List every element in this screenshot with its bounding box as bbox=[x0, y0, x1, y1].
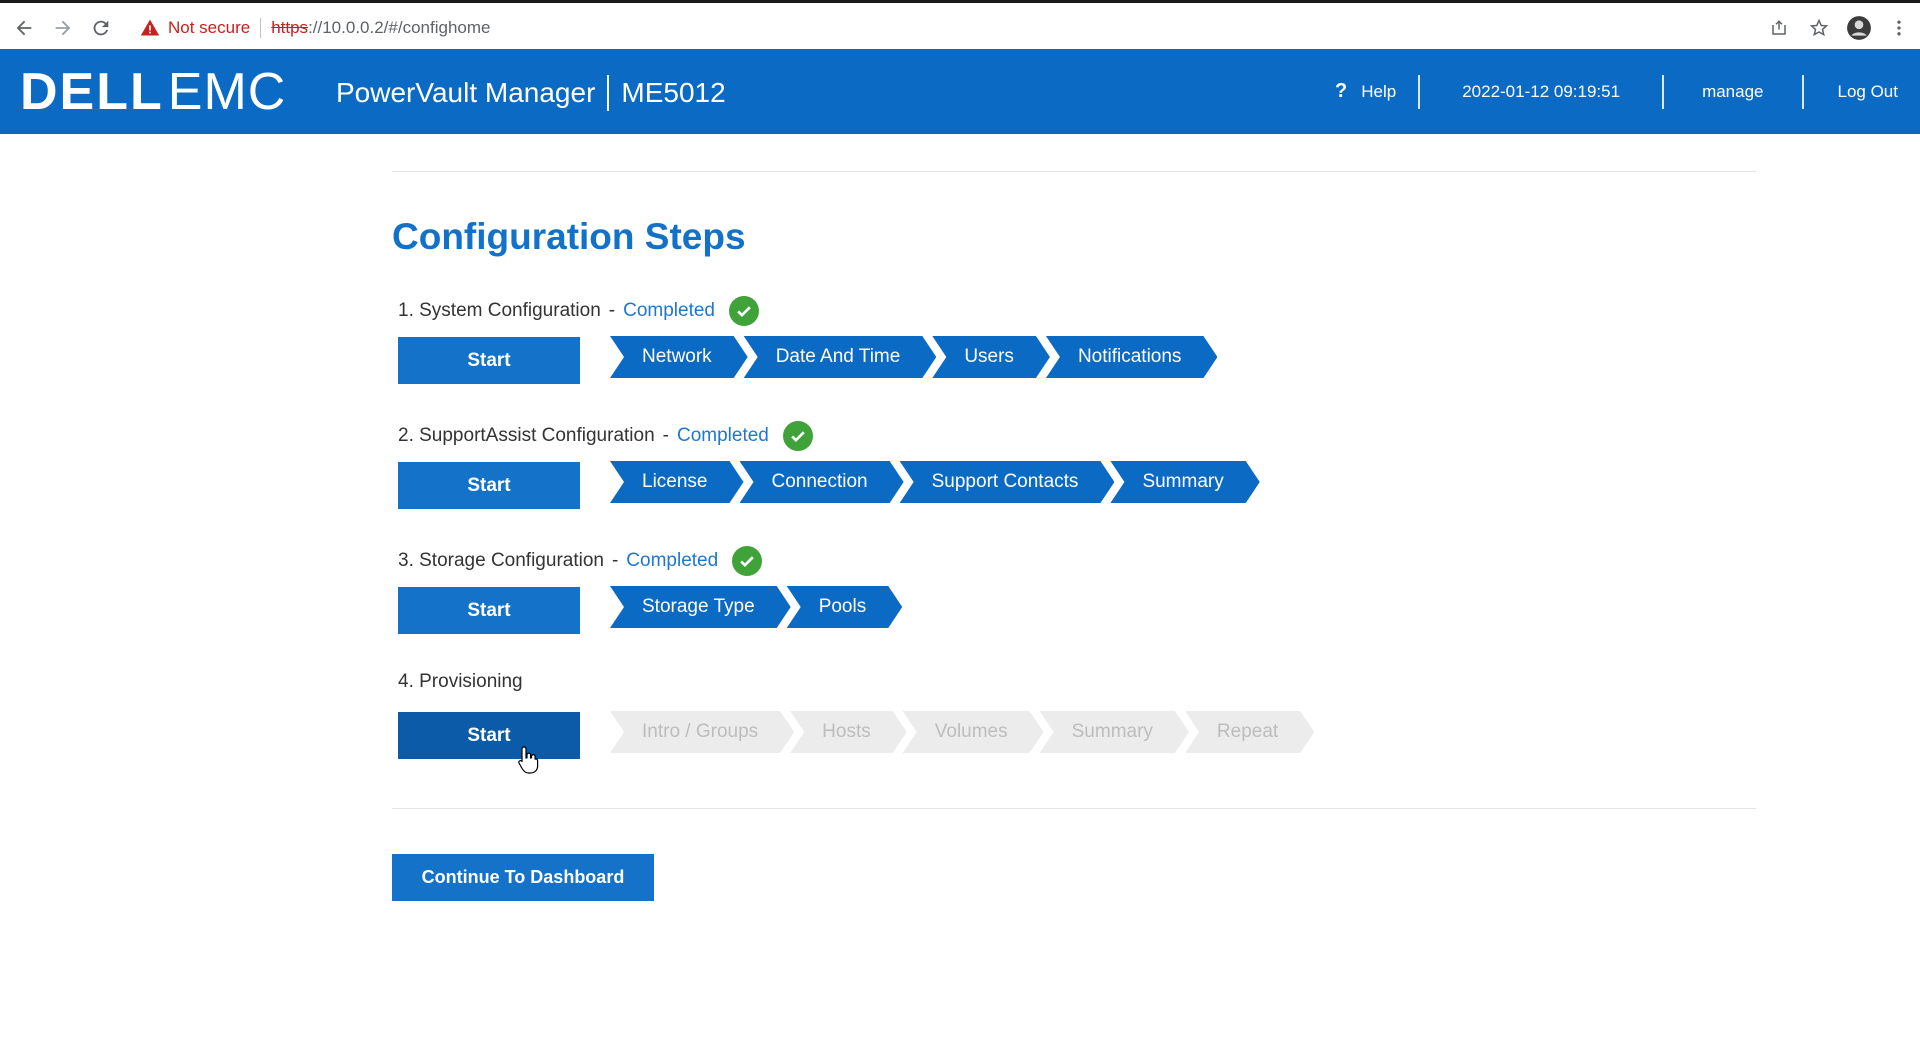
substep-chevrons: License Connection Support Contacts Summ… bbox=[610, 461, 1260, 503]
step-separator: - bbox=[608, 300, 616, 321]
substep-volumes: Volumes bbox=[903, 711, 1044, 753]
app-header: DELL EMC PowerVault Manager ME5012 ? Hel… bbox=[0, 49, 1920, 134]
substep-notifications[interactable]: Notifications bbox=[1046, 336, 1218, 378]
help-link[interactable]: ? Help bbox=[1313, 75, 1418, 109]
substep-chevrons: Storage Type Pools bbox=[610, 586, 902, 628]
header-divider bbox=[1418, 74, 1421, 109]
step-header: 1. System Configuration - Completed bbox=[398, 296, 759, 326]
not-secure-label[interactable]: Not secure bbox=[168, 18, 251, 37]
profile-icon[interactable] bbox=[1846, 15, 1872, 41]
step-header: 2. SupportAssist Configuration - Complet… bbox=[398, 421, 813, 451]
logout-link[interactable]: Log Out bbox=[1804, 75, 1920, 109]
logo-emc-text: EMC bbox=[167, 63, 287, 121]
start-button[interactable]: Start bbox=[398, 587, 580, 634]
more-vert-icon[interactable] bbox=[1886, 15, 1912, 41]
dell-emc-logo: DELL EMC bbox=[20, 63, 286, 121]
star-icon[interactable] bbox=[1806, 15, 1832, 41]
substep-license[interactable]: License bbox=[610, 461, 744, 503]
step-separator: - bbox=[662, 425, 669, 446]
url-scheme: https bbox=[271, 18, 309, 37]
top-divider bbox=[392, 171, 1756, 172]
hand-cursor-icon bbox=[518, 746, 539, 774]
substep-chevrons: Intro / Groups Hosts Volumes Summary Rep… bbox=[610, 711, 1314, 753]
substep-network[interactable]: Network bbox=[610, 336, 748, 378]
datetime-label: 2022-01-12 09:19:51 bbox=[1462, 81, 1621, 101]
reload-icon[interactable] bbox=[86, 13, 116, 43]
substep-support-contacts[interactable]: Support Contacts bbox=[900, 461, 1115, 503]
step-separator: - bbox=[611, 550, 619, 571]
bottom-divider bbox=[392, 808, 1756, 809]
address-bar[interactable]: Not secure https://10.0.0.2/#/confighome bbox=[132, 11, 1772, 45]
step-header: 3. Storage Configuration - Completed bbox=[398, 546, 763, 576]
substep-date-and-time[interactable]: Date And Time bbox=[744, 336, 937, 378]
check-circle-icon bbox=[782, 421, 813, 451]
substep-hosts: Hosts bbox=[790, 711, 907, 753]
substep-chevrons: Network Date And Time Users Notification… bbox=[610, 336, 1217, 378]
user-menu[interactable]: manage bbox=[1664, 75, 1801, 109]
share-icon[interactable] bbox=[1766, 15, 1792, 41]
substep-users[interactable]: Users bbox=[932, 336, 1050, 378]
substep-connection[interactable]: Connection bbox=[740, 461, 904, 503]
logo-dell-text: DELL bbox=[20, 63, 164, 121]
step-title: 1. System Configuration bbox=[398, 300, 601, 321]
substep-pools[interactable]: Pools bbox=[787, 586, 903, 628]
browser-toolbar: Not secure https://10.0.0.2/#/confighome bbox=[0, 0, 1920, 49]
step-title: 2. SupportAssist Configuration bbox=[398, 425, 655, 446]
step-title: 3. Storage Configuration bbox=[398, 550, 604, 571]
substep-storage-type[interactable]: Storage Type bbox=[610, 586, 791, 628]
omnibox-divider bbox=[260, 18, 262, 38]
help-icon: ? bbox=[1335, 80, 1348, 102]
header-divider bbox=[1662, 74, 1665, 109]
header-divider bbox=[1801, 74, 1804, 109]
warning-icon bbox=[140, 19, 160, 36]
step-status: Completed bbox=[676, 425, 769, 446]
substep-repeat: Repeat bbox=[1185, 711, 1314, 753]
start-button[interactable]: Start bbox=[398, 712, 580, 759]
logout-label: Log Out bbox=[1837, 81, 1899, 101]
check-circle-icon bbox=[732, 546, 763, 576]
step-status: Completed bbox=[623, 300, 715, 321]
forward-arrow-icon[interactable] bbox=[48, 13, 78, 43]
start-button[interactable]: Start bbox=[398, 462, 580, 509]
app-title: PowerVault Manager ME5012 bbox=[336, 75, 726, 111]
page-title: Configuration Steps bbox=[392, 216, 746, 257]
substep-intro-groups: Intro / Groups bbox=[610, 711, 794, 753]
step-status: Completed bbox=[626, 550, 719, 571]
username-label: manage bbox=[1702, 81, 1764, 101]
substep-summary[interactable]: Summary bbox=[1110, 461, 1259, 503]
check-circle-icon bbox=[728, 296, 759, 326]
system-datetime[interactable]: 2022-01-12 09:19:51 bbox=[1420, 75, 1662, 109]
help-label: Help bbox=[1361, 81, 1397, 101]
app-name: PowerVault Manager bbox=[336, 77, 596, 108]
url-path: ://10.0.0.2/#/confighome bbox=[308, 18, 491, 37]
start-button[interactable]: Start bbox=[398, 337, 580, 384]
title-divider bbox=[607, 75, 610, 111]
back-arrow-icon[interactable] bbox=[9, 13, 39, 43]
continue-to-dashboard-button[interactable]: Continue To Dashboard bbox=[392, 854, 654, 901]
step-title: 4. Provisioning bbox=[398, 671, 523, 692]
step-header: 4. Provisioning bbox=[398, 671, 523, 693]
system-model: ME5012 bbox=[621, 77, 726, 108]
substep-summary: Summary bbox=[1040, 711, 1189, 753]
